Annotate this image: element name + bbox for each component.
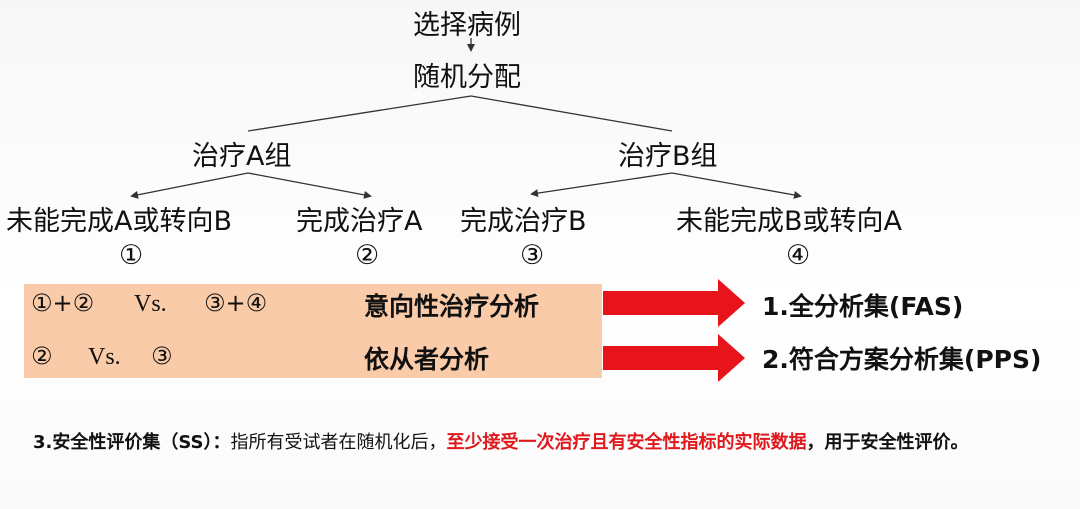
row1-result: 1.全分析集(FAS)	[762, 292, 964, 321]
safety-set-note: 3.安全性评价集（SS）：指所有受试者在随机化后，至少接受一次治疗且有安全性指标…	[33, 427, 973, 459]
red-arrow-2	[603, 334, 745, 382]
row2-left: ②	[31, 342, 53, 370]
row1-method: 意向性治疗分析	[364, 292, 540, 321]
node-b-incomplete: 未能完成B或转向A	[676, 206, 902, 237]
row2-right: ③	[151, 342, 173, 370]
mark-3: ③	[520, 240, 545, 271]
safety-text-1: 指所有受试者在随机化后，	[230, 432, 447, 453]
node-b-complete: 完成治疗B	[460, 206, 587, 237]
line-randomize-to-group-b	[470, 95, 673, 132]
node-group-a: 治疗A组	[192, 141, 292, 172]
node-select-cases: 选择病例	[413, 10, 521, 41]
row2-result: 2.符合方案分析集(PPS)	[762, 345, 1042, 374]
arrow-a-to-incomplete	[130, 172, 249, 199]
red-arrow-1	[603, 279, 745, 327]
analysis-panel	[24, 284, 602, 378]
row1-left: ①+②	[31, 289, 95, 317]
safety-label: 3.安全性评价集（SS）：	[33, 432, 231, 453]
safety-text-2: ，用于安全性评价。	[806, 432, 969, 453]
node-randomize: 随机分配	[413, 62, 521, 93]
row1-right: ③+④	[204, 289, 268, 317]
arrow-b-to-incomplete	[671, 172, 802, 199]
line-randomize-to-group-a	[247, 95, 472, 132]
node-group-b: 治疗B组	[618, 141, 718, 172]
row1-vs: Vs.	[134, 291, 167, 317]
node-a-incomplete: 未能完成A或转向B	[6, 206, 232, 237]
safety-highlight: 至少接受一次治疗且有安全性指标的实际数据	[446, 432, 807, 453]
mark-2: ②	[355, 240, 380, 271]
row2-method: 依从者分析	[364, 345, 490, 374]
mark-4: ④	[786, 240, 811, 271]
row2-vs: Vs.	[88, 344, 121, 370]
arrow-a-to-complete	[247, 172, 372, 199]
mark-1: ①	[119, 240, 144, 271]
arrow-b-to-complete	[530, 172, 673, 198]
node-a-complete: 完成治疗A	[296, 206, 423, 237]
